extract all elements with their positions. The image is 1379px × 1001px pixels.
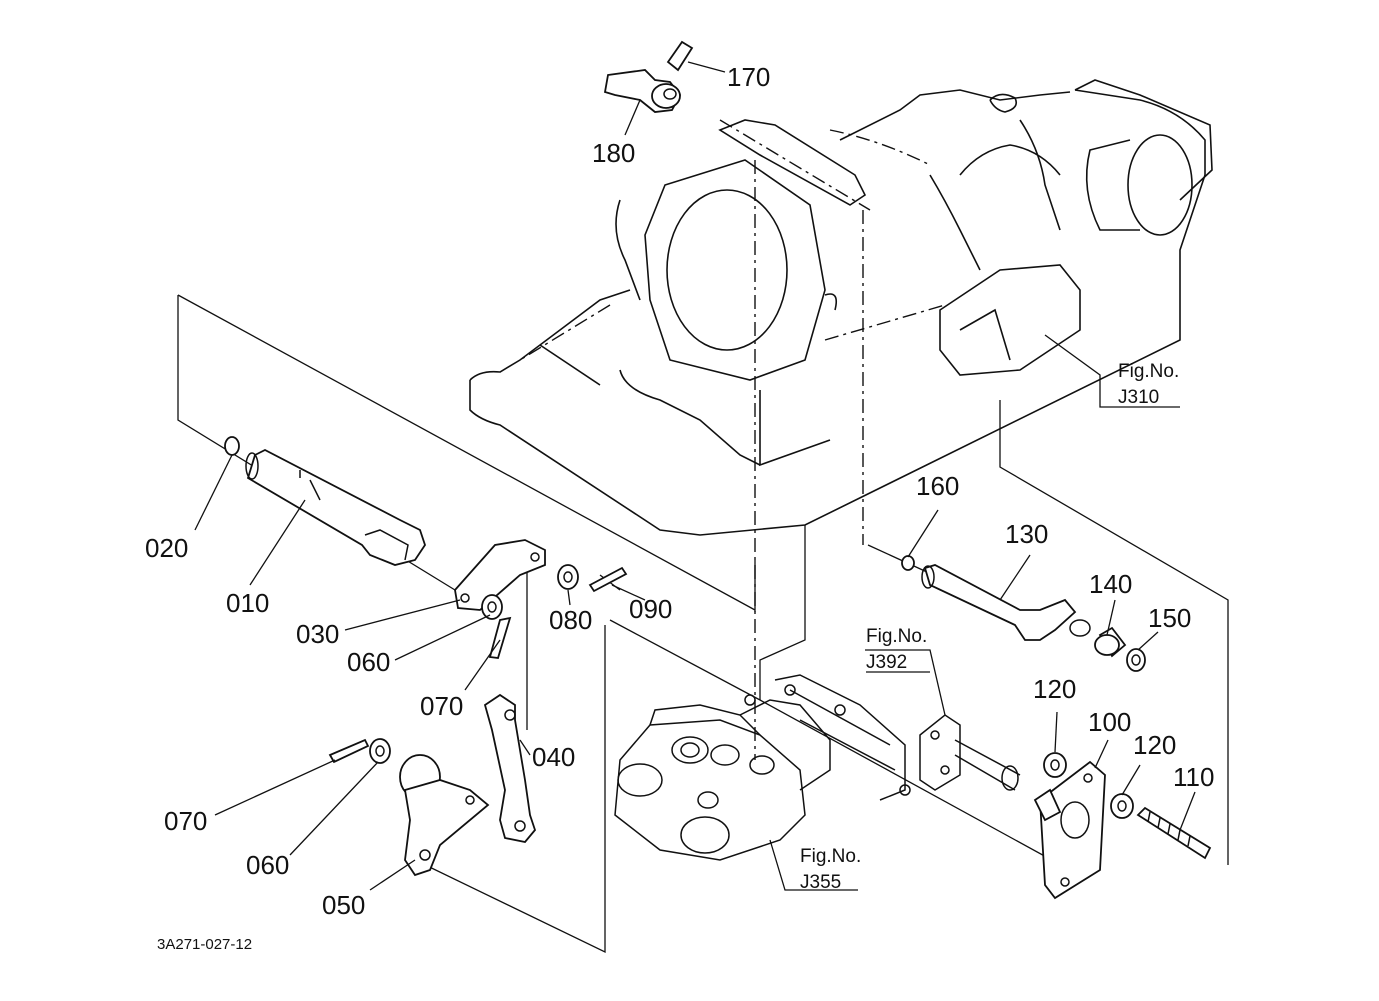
label-160: 160: [916, 471, 959, 501]
part-020-ring[interactable]: [224, 436, 240, 456]
part-040-link[interactable]: [483, 693, 537, 843]
fig-ref-j355-line1: Fig.No.: [800, 846, 861, 867]
label-020: 020: [145, 533, 188, 563]
part-060-washer-lower[interactable]: [369, 738, 391, 764]
label-120-upper: 120: [1033, 674, 1076, 704]
label-120-lower: 120: [1133, 730, 1176, 760]
label-030: 030: [296, 619, 339, 649]
part-150-nut[interactable]: [1126, 648, 1146, 672]
part-010-shaft[interactable]: [245, 448, 426, 566]
part-140-bushing[interactable]: [1094, 626, 1127, 658]
part-180-fork[interactable]: [603, 69, 682, 113]
label-060-upper: 060: [347, 647, 390, 677]
label-070-lower: 070: [164, 806, 207, 836]
fig-ref-j355-line2: J355: [800, 872, 841, 893]
label-180: 180: [592, 138, 635, 168]
part-070-cotter-pin-lower[interactable]: [328, 738, 370, 764]
part-080-washer[interactable]: [557, 564, 579, 590]
label-100: 100: [1088, 707, 1131, 737]
part-070-cotter-pin-upper[interactable]: [488, 616, 512, 659]
label-090: 090: [629, 594, 672, 624]
figure-references: Fig.No. J310 Fig.No. J392 Fig.No. J355: [800, 361, 1179, 893]
part-030-arm[interactable]: [454, 539, 546, 611]
part-130-shaft[interactable]: [921, 564, 1091, 641]
label-leaders: [194, 61, 1196, 891]
drawing-code: 3A271-027-12: [157, 936, 252, 953]
transmission-housing: [469, 79, 1213, 760]
pump-valve-assembly: [614, 674, 1021, 861]
label-170: 170: [727, 62, 770, 92]
part-120-nut-lower[interactable]: [1110, 793, 1134, 819]
part-090-pin[interactable]: [588, 566, 628, 593]
label-080: 080: [549, 605, 592, 635]
label-150: 150: [1148, 603, 1191, 633]
fig-ref-j392-line2: J392: [866, 652, 907, 673]
label-010: 010: [226, 588, 269, 618]
fig-ref-j392-line1: Fig.No.: [866, 626, 927, 647]
part-labels: 170 180 020 010 030 060 070 080 090 040 …: [145, 62, 1214, 920]
label-140: 140: [1089, 569, 1132, 599]
part-050-bracket[interactable]: [399, 754, 490, 877]
label-050: 050: [322, 890, 365, 920]
part-110-stud[interactable]: [1136, 806, 1212, 860]
part-160-ring[interactable]: [901, 555, 915, 571]
part-100-bracket[interactable]: [1033, 760, 1106, 900]
fig-ref-j310-line2: J310: [1118, 387, 1159, 408]
fig-ref-j310-line1: Fig.No.: [1118, 361, 1179, 382]
label-130: 130: [1005, 519, 1048, 549]
label-070-upper: 070: [420, 691, 463, 721]
part-060-washer-upper[interactable]: [481, 594, 503, 620]
part-170-pin[interactable]: [666, 40, 694, 72]
label-060-lower: 060: [246, 850, 289, 880]
label-040: 040: [532, 742, 575, 772]
label-110: 110: [1173, 762, 1214, 792]
part-120-nut-upper[interactable]: [1043, 752, 1067, 778]
